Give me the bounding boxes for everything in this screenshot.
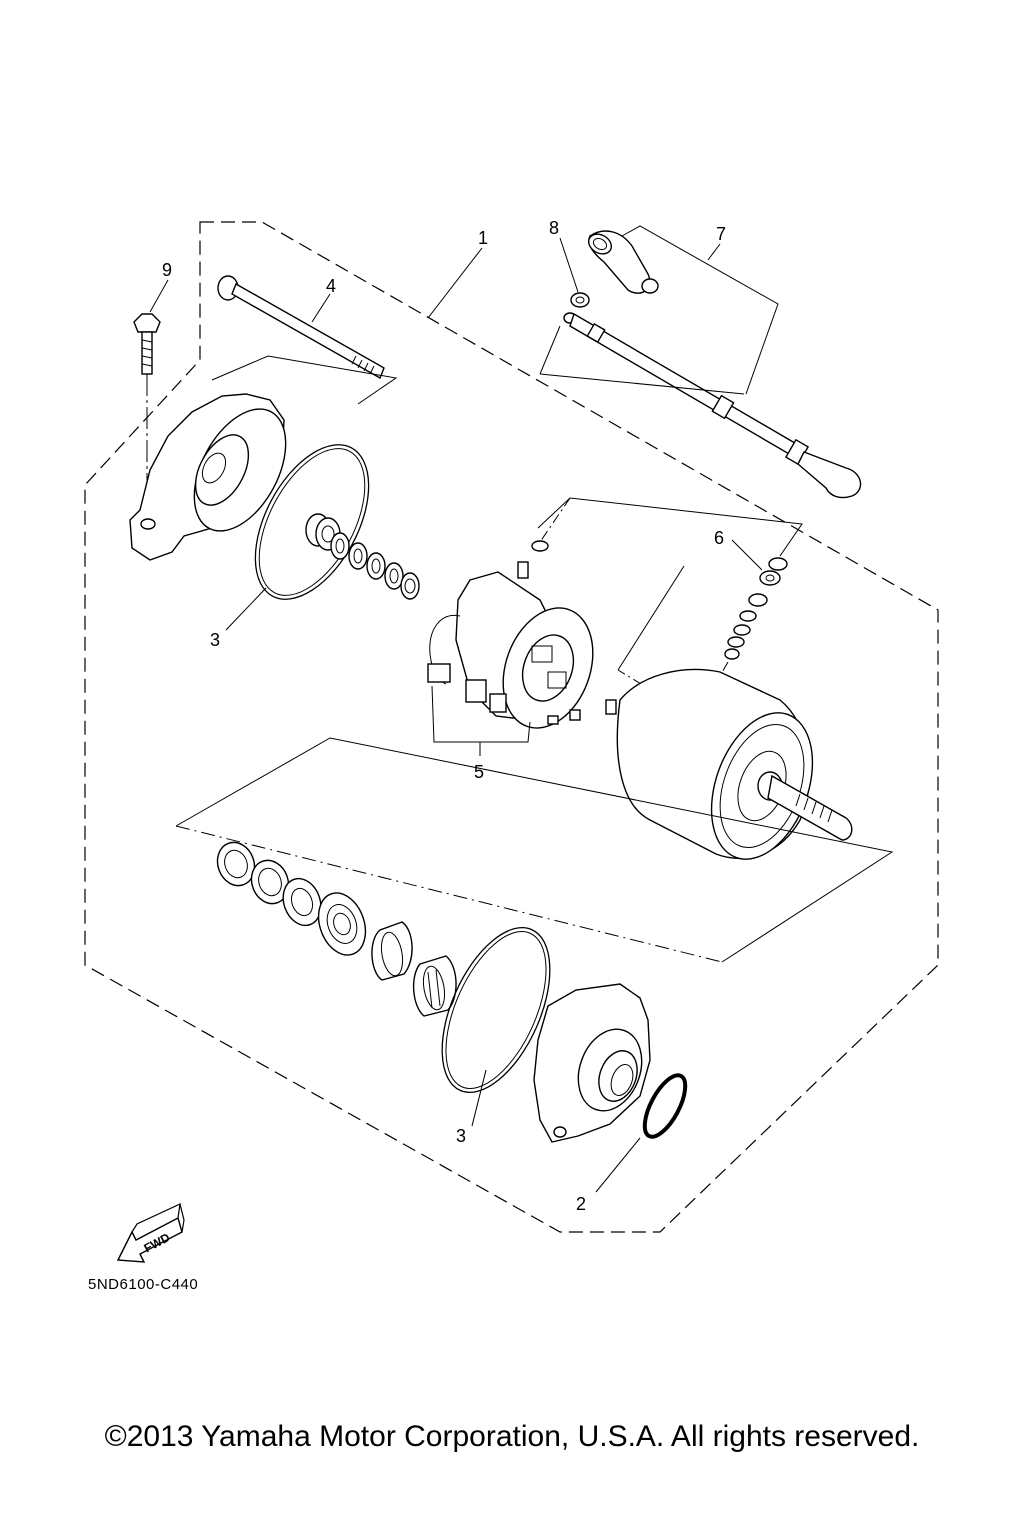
leader-3b (471, 1069, 487, 1127)
leader-3a (225, 587, 267, 631)
part-8-nut (570, 292, 590, 308)
callout-5: 5 (474, 762, 484, 782)
bracket-5 (431, 685, 531, 743)
part-3-oring-upper (254, 444, 370, 600)
callout-2: 2 (576, 1194, 586, 1214)
bracket-4 (211, 355, 398, 405)
callout-4: 4 (326, 276, 336, 296)
part-3-oring-lower (441, 926, 551, 1094)
washers-lower (216, 841, 457, 1017)
leader-7 (707, 243, 721, 261)
part-5-brush-holder (427, 540, 594, 729)
fwd-arrow-icon: FWD (116, 1202, 185, 1263)
diagram-reference-code: 5ND6100-C440 (88, 1276, 199, 1293)
motor-yoke (605, 668, 853, 860)
part-4-through-bolt (217, 275, 385, 380)
leader-4 (311, 293, 331, 323)
part-6-washers (711, 557, 788, 691)
callout-6: 6 (714, 528, 724, 548)
callout-9: 9 (162, 260, 172, 280)
assembly-boundary (84, 221, 939, 1233)
callout-1: 1 (478, 228, 488, 248)
leader-2 (595, 1137, 641, 1193)
bracket-7 (621, 225, 779, 395)
part-7-cable (563, 230, 862, 499)
leader-8 (559, 237, 579, 293)
callout-7: 7 (716, 224, 726, 244)
callout-8: 8 (549, 218, 559, 238)
leader-9 (149, 279, 169, 313)
callout-3a: 3 (210, 630, 220, 650)
part-9-bolt (133, 313, 161, 520)
rear-cover (129, 393, 287, 561)
bracket-lower (175, 737, 894, 963)
washers-upper (305, 513, 420, 600)
part-2-oring (642, 1073, 688, 1139)
callout-3b: 3 (456, 1126, 466, 1146)
leader-6 (731, 539, 763, 571)
front-cover (533, 983, 651, 1143)
leader-1 (427, 247, 483, 319)
copyright-notice: ©2013 Yamaha Motor Corporation, U.S.A. A… (104, 1420, 920, 1453)
